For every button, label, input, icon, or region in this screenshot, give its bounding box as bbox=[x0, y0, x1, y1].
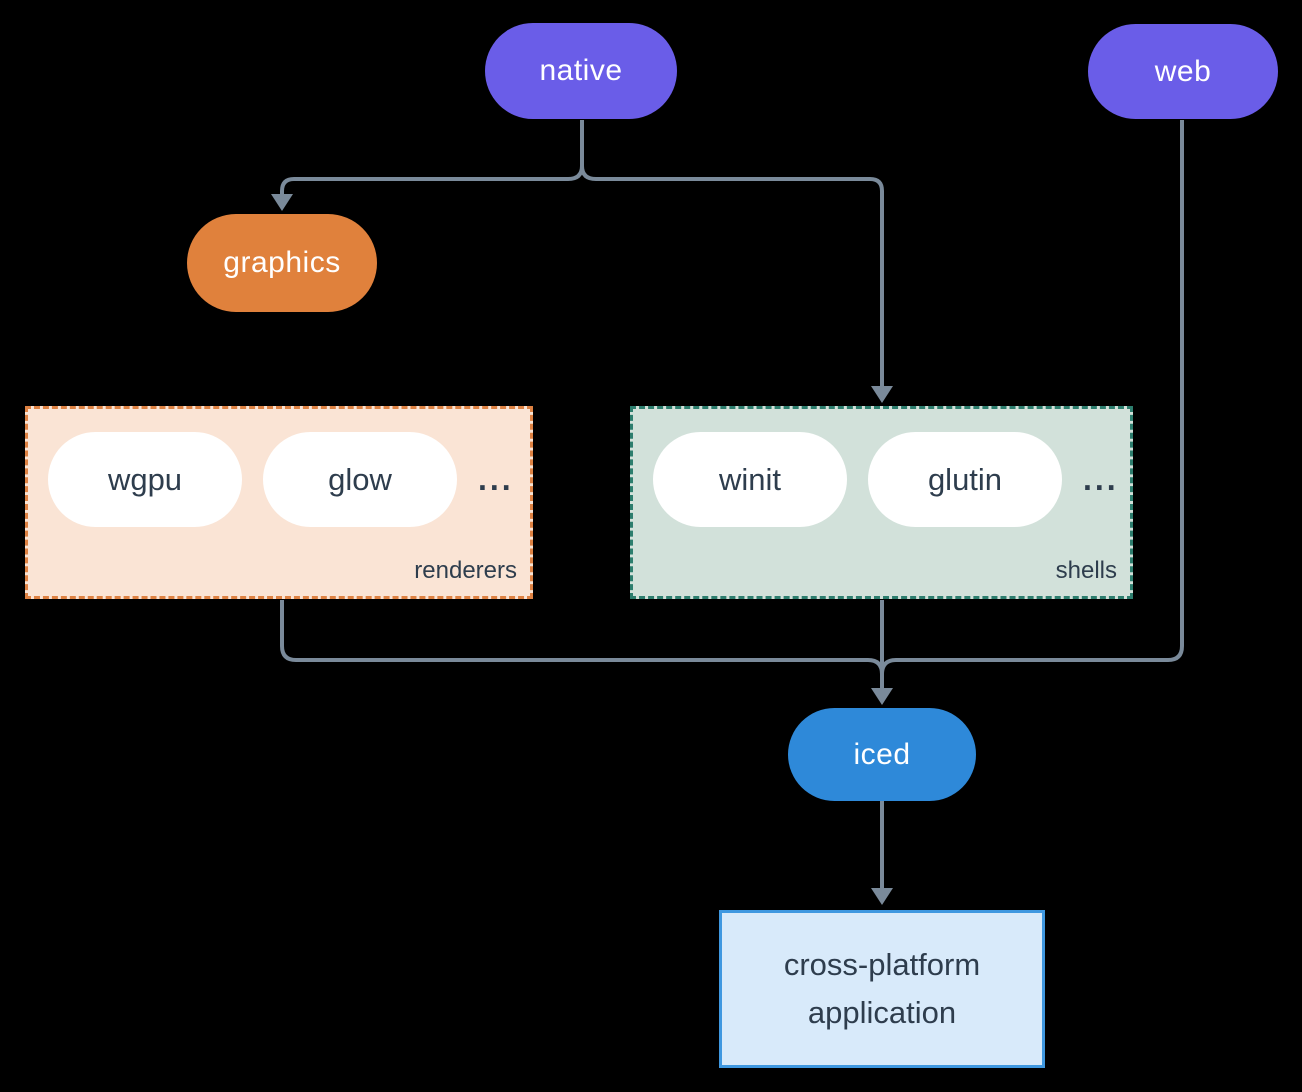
renderers-group-label: renderers bbox=[414, 557, 517, 584]
renderer-pill-glow: glow bbox=[263, 432, 457, 527]
renderers-group: wgpu glow ... renderers bbox=[25, 406, 533, 599]
shell-pill-winit: winit bbox=[653, 432, 847, 527]
graphics-node: graphics bbox=[187, 214, 377, 312]
native-to-shells-line bbox=[580, 165, 884, 386]
renderer-pill-wgpu: wgpu bbox=[48, 432, 242, 527]
junction-merge-right bbox=[880, 658, 897, 675]
arrow-down-icon bbox=[871, 688, 893, 705]
shell-pill-glutin: glutin bbox=[868, 432, 1062, 527]
cross-platform-application-box: cross-platform application bbox=[719, 910, 1045, 1068]
native-node: native bbox=[485, 23, 677, 119]
arrow-down-icon bbox=[271, 194, 293, 211]
arrow-down-icon bbox=[871, 386, 893, 403]
cross-platform-application-label: cross-platform application bbox=[783, 946, 981, 1030]
web-node: web bbox=[1088, 24, 1278, 119]
renderers-ellipsis: ... bbox=[478, 461, 514, 497]
renderers-to-iced-line bbox=[280, 600, 868, 662]
iced-node: iced bbox=[788, 708, 976, 801]
shells-group: winit glutin ... shells bbox=[630, 406, 1133, 599]
shells-ellipsis: ... bbox=[1083, 461, 1119, 497]
shells-group-label: shells bbox=[1055, 557, 1117, 584]
arrow-down-icon bbox=[871, 888, 893, 905]
junction-merge-left bbox=[867, 658, 884, 675]
web-to-iced-line bbox=[896, 120, 1184, 662]
native-to-graphics-line bbox=[280, 165, 584, 194]
